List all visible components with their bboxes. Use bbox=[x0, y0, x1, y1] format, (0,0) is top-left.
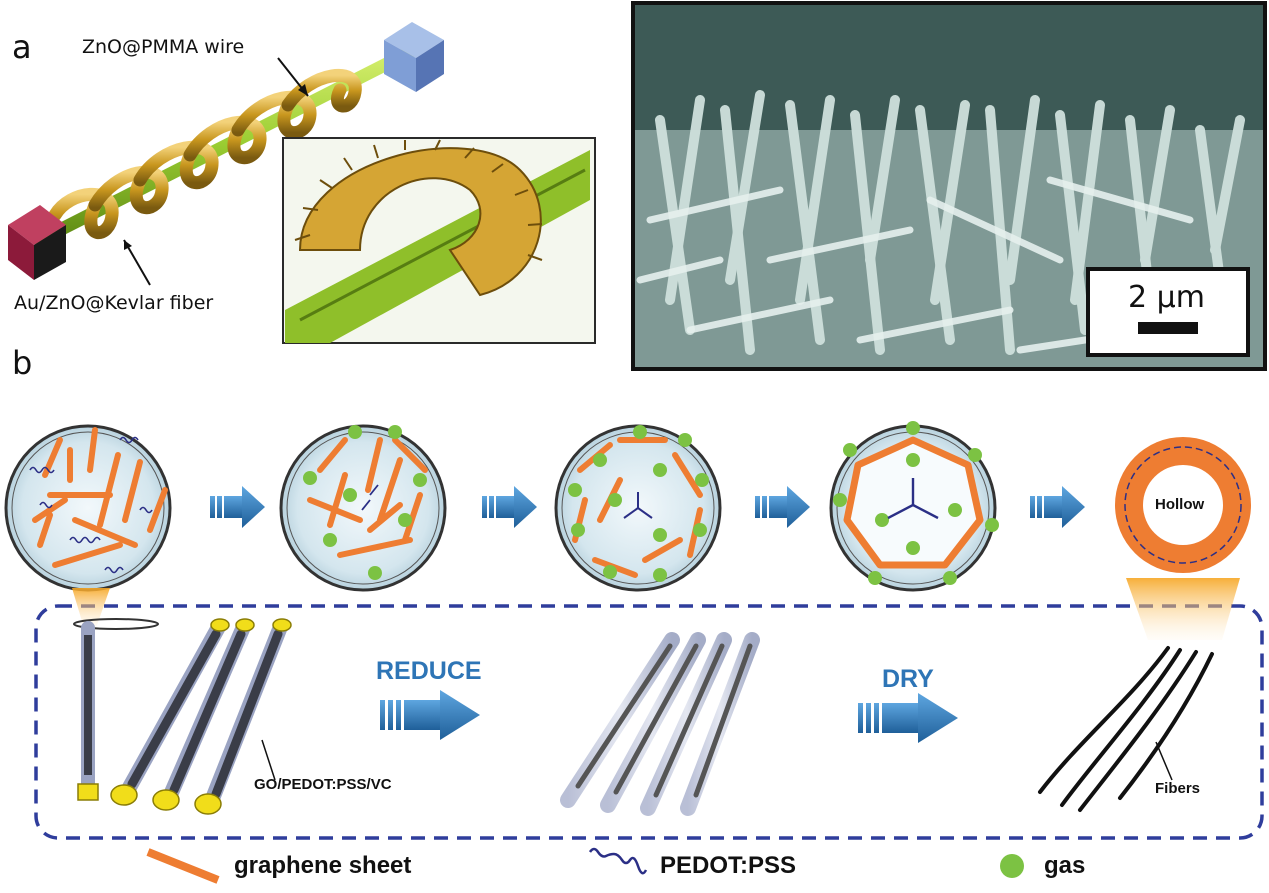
fibers-label: Fibers bbox=[1155, 780, 1201, 797]
stage-2-disc bbox=[279, 424, 447, 592]
go-pedot-pss-vc-label: GO/PEDOT:PSS/VC bbox=[254, 776, 392, 793]
stage-1-disc bbox=[4, 424, 172, 592]
panel-a-letter: a bbox=[12, 28, 32, 66]
dried-fibers bbox=[1038, 646, 1214, 812]
au-zno-kevlar-fiber-label: Au/ZnO@Kevlar fiber bbox=[14, 292, 214, 314]
sem-micrograph bbox=[631, 1, 1267, 371]
zno-pmma-wire-label: ZnO@PMMA wire bbox=[82, 36, 245, 58]
process-arrow-1 bbox=[210, 486, 265, 528]
reduce-arrow bbox=[380, 690, 480, 740]
pedot-pss-legend-swatch bbox=[588, 847, 648, 875]
hollow-fiber-process-diagram bbox=[4, 421, 1264, 884]
legend-pedot-pss: PEDOT:PSS bbox=[660, 852, 797, 879]
stage-4-disc bbox=[829, 421, 999, 592]
right-zoom-cone bbox=[1126, 578, 1240, 640]
dry-arrow bbox=[858, 693, 958, 743]
legend-graphene-sheet: graphene sheet bbox=[234, 852, 412, 879]
gas-legend-swatch bbox=[1000, 854, 1024, 878]
process-arrow-4 bbox=[1030, 486, 1085, 528]
panel-b-letter: b bbox=[12, 344, 33, 382]
fiber-fabrication-box bbox=[34, 604, 1264, 840]
process-arrow-3 bbox=[755, 486, 810, 528]
scale-bar-label: 2 μm bbox=[1128, 280, 1205, 315]
process-arrow-2 bbox=[482, 486, 537, 528]
stage-3-disc bbox=[554, 424, 722, 592]
reduced-rods bbox=[560, 632, 760, 816]
hollow-fiber-cross-section bbox=[1115, 437, 1251, 573]
left-zoom-cone bbox=[72, 588, 110, 628]
dry-label: DRY bbox=[882, 665, 934, 693]
helix-device-illustration bbox=[8, 22, 596, 344]
legend-gas: gas bbox=[1044, 852, 1086, 879]
reduce-label: REDUCE bbox=[376, 657, 482, 685]
graphene-sheet-legend-swatch bbox=[146, 848, 220, 884]
hollow-label: Hollow bbox=[1155, 496, 1205, 513]
filled-tubes bbox=[77, 618, 292, 815]
